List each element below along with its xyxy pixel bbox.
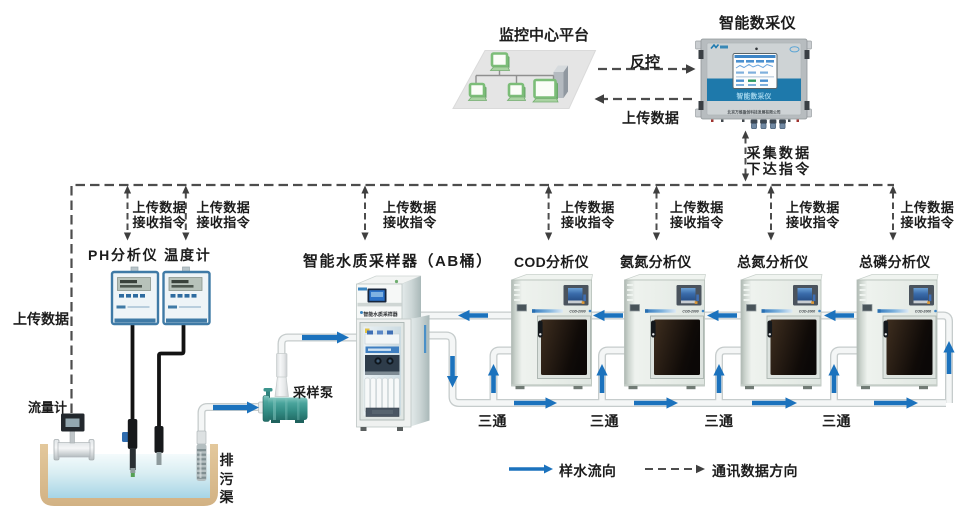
svg-text:智能水质采样器: 智能水质采样器: [363, 311, 397, 318]
svg-text:北京万维盈创科技发展有限公司: 北京万维盈创科技发展有限公司: [727, 109, 780, 114]
svg-text:智能数采仪: 智能数采仪: [737, 92, 772, 101]
